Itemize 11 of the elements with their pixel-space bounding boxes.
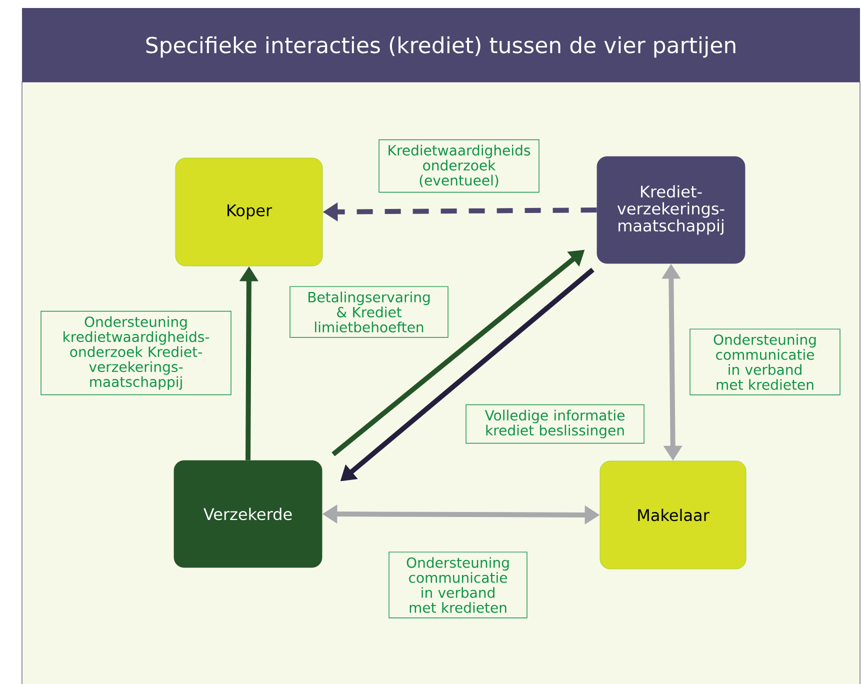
edge-label: Volledige informatie krediet beslissingen (466, 404, 644, 444)
edge-label: Betalingservaring & Krediet limietbehoeften (290, 286, 448, 338)
party-box: Makelaar (600, 460, 746, 570)
edge-label: Ondersteuning communicatie in verband met kredieten (690, 328, 840, 396)
edge-label: Ondersteuning communicatie in verband met kredieten (388, 552, 528, 618)
edge-label: Kredietwaardigheids onderzoek (eventueel) (378, 139, 540, 193)
edge-label: Ondersteuning kredietwaardigheids- onderzoek Krediet- verzekerings- maatschappij (40, 310, 232, 396)
party-box: Krediet- verzekerings- maatschappij (596, 156, 746, 264)
party-box: Verzekerde (174, 460, 322, 568)
title-banner: Specifieke interacties (krediet) tussen de vier partijen (22, 8, 860, 82)
party-box: Koper (175, 158, 323, 266)
